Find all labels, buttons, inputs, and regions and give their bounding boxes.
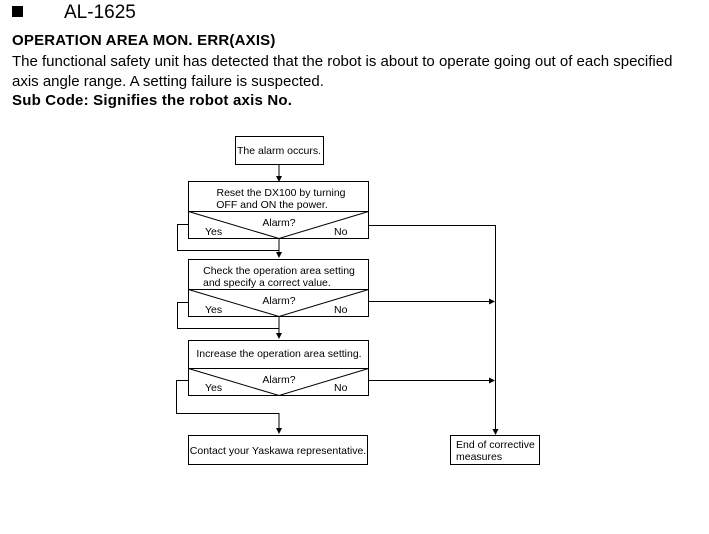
start-label: The alarm occurs. bbox=[237, 145, 321, 157]
alarm-code: AL-1625 bbox=[64, 2, 136, 23]
step-1-yes-label: Yes bbox=[205, 226, 222, 238]
end-box bbox=[450, 435, 540, 465]
step-3-yes-label: Yes bbox=[205, 382, 222, 394]
step-2-no-label: No bbox=[334, 304, 348, 316]
contact-label: Contact your Yaskawa representative. bbox=[190, 445, 366, 457]
step-3-no-label: No bbox=[334, 382, 348, 394]
contact-box bbox=[188, 435, 368, 465]
end-label-line-1: End of corrective bbox=[456, 439, 535, 451]
alarm-description: The functional safety unit has detected … bbox=[12, 53, 673, 90]
step-3-decision bbox=[188, 368, 369, 397]
step-1-no-label: No bbox=[334, 226, 348, 238]
step-3-action-line-1: Increase the operation area setting. bbox=[196, 348, 361, 360]
step-1-action-line-1: Reset the DX100 by turning bbox=[217, 187, 346, 199]
end-label-line-2: measures bbox=[456, 451, 502, 463]
step-2-yes-label: Yes bbox=[205, 304, 222, 316]
step-1-question: Alarm? bbox=[262, 217, 295, 229]
step-1-action-line-2: OFF and ON the power. bbox=[216, 199, 327, 211]
step-3-question: Alarm? bbox=[262, 374, 295, 386]
step-2-decision bbox=[188, 289, 369, 318]
alarm-title: OPERATION AREA MON. ERR(AXIS) bbox=[12, 32, 276, 49]
start-box bbox=[235, 136, 324, 165]
step-2-action-line-2: and specify a correct value. bbox=[203, 277, 331, 289]
step-2-question: Alarm? bbox=[262, 295, 295, 307]
alarm-subcode: Sub Code: Signifies the robot axis No. bbox=[12, 92, 293, 109]
bullet-square-icon bbox=[12, 6, 23, 17]
no-path-line bbox=[368, 225, 499, 435]
step-1-decision bbox=[188, 211, 369, 240]
step-2-action-line-1: Check the operation area setting bbox=[203, 265, 355, 277]
